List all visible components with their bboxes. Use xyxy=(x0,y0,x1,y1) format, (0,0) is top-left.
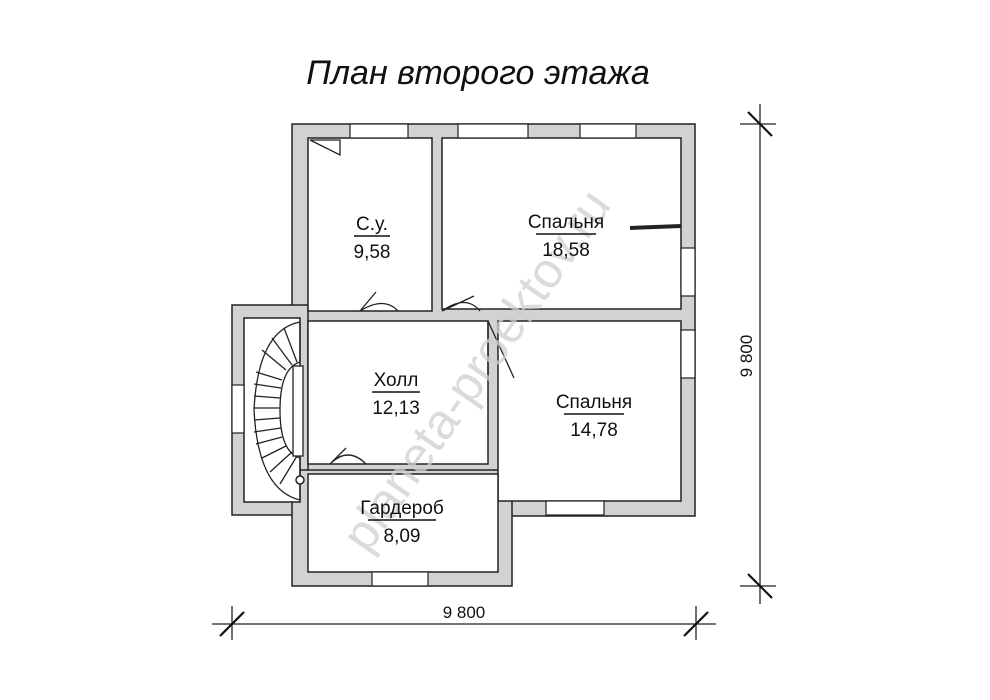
staircase xyxy=(253,321,305,501)
room-name: Спальня xyxy=(528,212,604,233)
window xyxy=(457,123,529,139)
windows xyxy=(231,123,696,587)
room-area: 8,09 xyxy=(384,526,421,547)
plan-title: План второго этажа xyxy=(306,54,650,92)
room-name: Спальня xyxy=(556,392,632,413)
room-name: Гардероб xyxy=(360,498,444,519)
doors xyxy=(329,291,515,465)
vent-shaft xyxy=(309,139,341,157)
window xyxy=(231,384,245,434)
window xyxy=(371,571,429,587)
window xyxy=(680,329,696,379)
room-name: С.у. xyxy=(356,214,388,235)
door xyxy=(359,291,399,312)
room-area: 18,58 xyxy=(542,240,590,261)
room-name: Холл xyxy=(374,370,419,391)
dimension-horizontal: 9 800 xyxy=(212,603,716,640)
window xyxy=(349,123,409,139)
window xyxy=(579,123,637,139)
room-labels: С.у. 9,58 Спальня 18,58 Холл 12,13 Спаль… xyxy=(354,212,633,547)
stair-post-icon xyxy=(295,475,305,485)
dimension-width: 9 800 xyxy=(443,603,486,622)
door xyxy=(329,447,367,465)
door xyxy=(441,295,481,312)
dimension-height: 9 800 xyxy=(737,335,756,378)
room-interiors xyxy=(243,137,682,573)
window xyxy=(545,500,605,516)
room-area: 14,78 xyxy=(570,420,618,441)
door xyxy=(487,320,515,380)
dimension-vertical: 9 800 xyxy=(737,104,776,604)
window xyxy=(680,247,696,297)
room-area: 9,58 xyxy=(354,242,391,263)
room-area: 12,13 xyxy=(372,398,420,419)
